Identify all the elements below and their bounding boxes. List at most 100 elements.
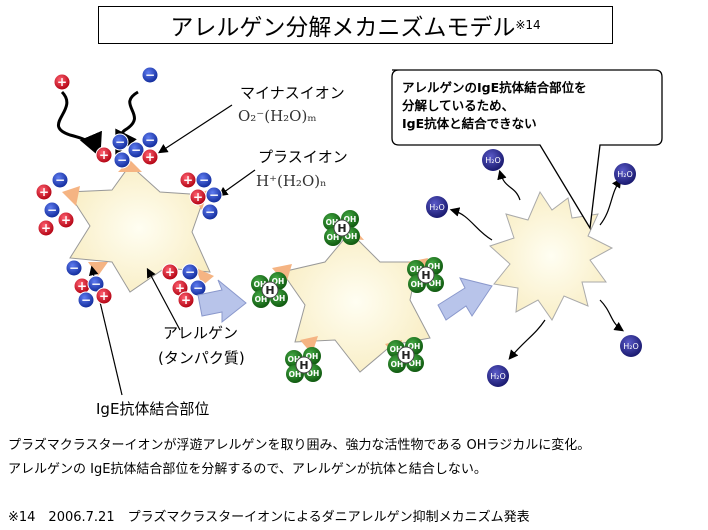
minus-ion: − — [195, 171, 213, 189]
svg-text:OH: OH — [289, 370, 302, 379]
callout-line: アレルゲンのIgE抗体結合部位を — [402, 80, 587, 95]
minus-ion: − — [43, 201, 61, 219]
pointer-line-allergen — [146, 267, 181, 331]
callout-bubble — [391, 69, 663, 230]
svg-text:−: − — [69, 261, 79, 275]
svg-text:OH: OH — [326, 218, 339, 227]
negative-ion-label: マイナスイオン — [240, 84, 345, 102]
minus-ion: − — [205, 186, 223, 204]
svg-text:H: H — [265, 284, 274, 297]
svg-text:OH: OH — [391, 360, 404, 369]
svg-text:OH: OH — [429, 279, 442, 288]
minus-ion: − — [113, 151, 131, 169]
h2o-molecule: H₂O — [487, 365, 509, 387]
svg-text:OH: OH — [273, 294, 286, 303]
svg-text:H₂O: H₂O — [490, 372, 506, 381]
minus-ion: − — [77, 291, 95, 309]
decomposed-allergen — [489, 190, 614, 321]
svg-text:+: + — [61, 213, 71, 227]
process-arrow-2 — [437, 277, 493, 321]
plus-ion: + — [179, 171, 197, 189]
svg-text:H: H — [337, 222, 346, 235]
caption-line-1: プラズマクラスターイオンが浮遊アレルゲンを取り囲み、強力な活性物である OHラジ… — [8, 438, 591, 453]
allergen-label: アレルゲン — [163, 324, 239, 342]
release-arrow — [449, 207, 493, 241]
negative-ion-formula: O₂⁻(H₂O)ₘ — [238, 107, 317, 125]
svg-text:OH: OH — [409, 359, 422, 368]
svg-text:OH: OH — [408, 342, 421, 351]
svg-text:H: H — [299, 359, 308, 372]
svg-text:OH: OH — [411, 280, 424, 289]
svg-text:OH: OH — [327, 233, 340, 242]
svg-text:OH: OH — [306, 352, 319, 361]
plus-ion: + — [35, 183, 53, 201]
svg-text:OH: OH — [410, 265, 423, 274]
h2o-release-group: H₂O H₂O H₂O H₂O H₂O — [426, 149, 642, 387]
svg-text:−: − — [117, 153, 127, 167]
svg-text:−: − — [91, 277, 101, 291]
minus-ion: − — [181, 263, 199, 281]
title-footnote-mark: ※14 — [515, 18, 541, 32]
svg-text:+: + — [99, 289, 109, 303]
svg-text:+: + — [99, 148, 109, 162]
svg-text:−: − — [209, 188, 219, 202]
svg-text:−: − — [115, 135, 125, 149]
plus-ion: + — [73, 277, 91, 295]
release-arrow — [599, 299, 624, 332]
incoming-ion-arrow — [56, 90, 102, 158]
minus-ion: − — [201, 203, 219, 221]
svg-text:−: − — [47, 203, 57, 217]
process-arrow-1 — [197, 279, 247, 324]
release-arrow — [599, 178, 622, 226]
svg-text:+: + — [41, 221, 51, 235]
svg-text:+: + — [77, 279, 87, 293]
pointer-line-plus — [218, 169, 256, 197]
svg-text:−: − — [185, 265, 195, 279]
minus-ion: − — [51, 171, 69, 189]
svg-text:−: − — [145, 133, 155, 147]
svg-text:−: − — [199, 173, 209, 187]
svg-text:H₂O: H₂O — [617, 170, 633, 179]
ige-site-label: IgE抗体結合部位 — [96, 400, 210, 418]
h2o-molecule: H₂O — [620, 335, 642, 357]
svg-text:+: + — [39, 185, 49, 199]
callout-line: 分解しているため、 — [402, 98, 515, 113]
svg-text:+: + — [183, 173, 193, 187]
minus-ion: − — [87, 275, 105, 293]
positive-ion-formula: H⁺(H₂O)ₙ — [256, 172, 327, 190]
page-title: アレルゲン分解メカニズムモデル — [170, 15, 516, 41]
svg-text:OH: OH — [390, 345, 403, 354]
svg-text:+: + — [181, 293, 191, 307]
callout-line: IgE抗体と結合できない — [402, 116, 537, 131]
plus-ion: + — [95, 287, 113, 305]
h2o-molecule: H₂O — [426, 196, 448, 218]
minus-ion: − — [127, 141, 145, 159]
svg-text:+: + — [165, 265, 175, 279]
plus-ion: + — [161, 263, 179, 281]
title-box: アレルゲン分解メカニズムモデル※14 — [98, 6, 613, 44]
svg-text:OH: OH — [428, 262, 441, 271]
binding-site — [118, 160, 142, 172]
ion-cluster-group: +−+−−−+−+−−−++−++−++−−+−+−−+ — [35, 66, 223, 309]
footnote: ※14 2006.7.21 プラズマクラスターイオンによるダニアレルゲン抑制メカ… — [8, 510, 530, 525]
minus-ion: − — [141, 131, 159, 149]
release-arrow — [497, 169, 521, 201]
svg-text:H₂O: H₂O — [485, 156, 501, 165]
svg-text:−: − — [145, 68, 155, 82]
svg-text:OH: OH — [307, 369, 320, 378]
svg-text:−: − — [193, 281, 203, 295]
plus-ion: + — [177, 291, 195, 309]
positive-ion-label: プラスイオン — [258, 148, 348, 166]
svg-text:OH: OH — [255, 295, 268, 304]
svg-text:OH: OH — [288, 355, 301, 364]
allergen-sublabel: (タンパク質) — [158, 349, 245, 367]
binding-site — [88, 262, 108, 276]
plus-ion: + — [57, 211, 75, 229]
svg-text:−: − — [131, 143, 141, 157]
